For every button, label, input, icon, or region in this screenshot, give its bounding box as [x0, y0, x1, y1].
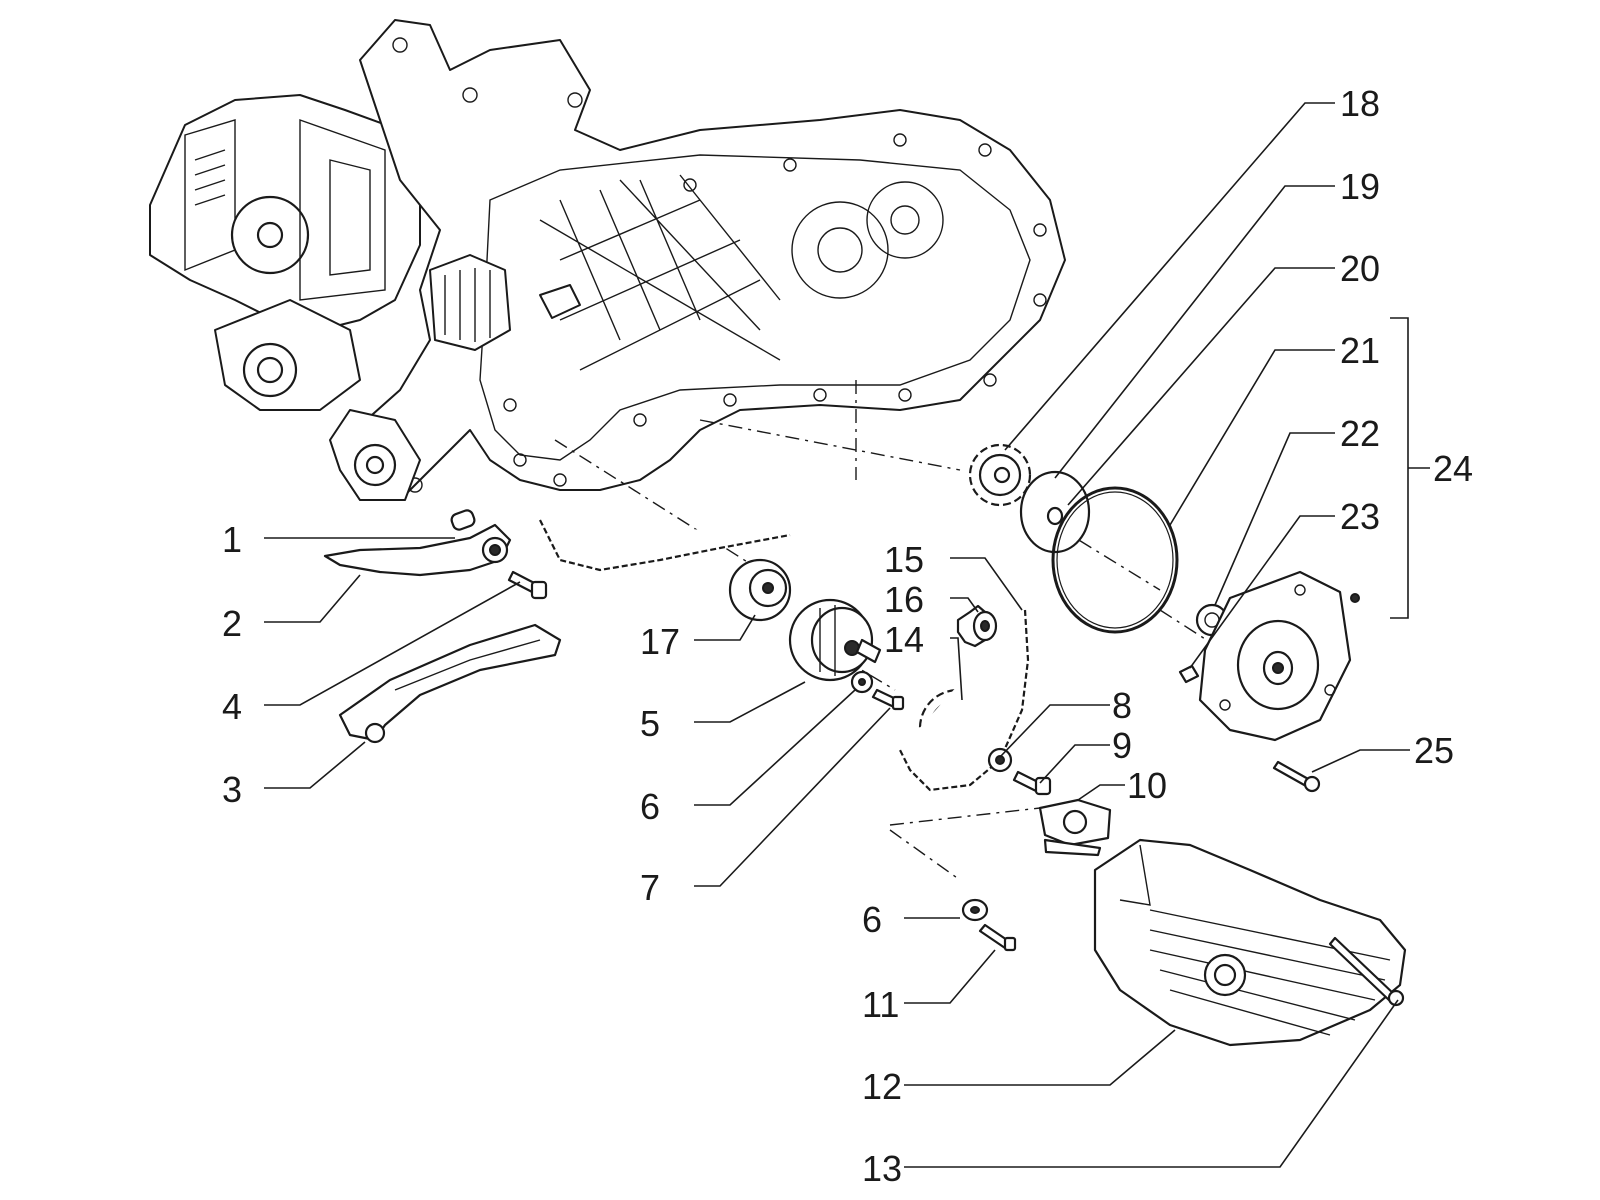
part-13-screw — [1328, 936, 1405, 1007]
callout-1: 1 — [222, 519, 242, 560]
callout-10: 10 — [1127, 765, 1167, 806]
part-21-cover-plate — [1198, 570, 1360, 742]
callout-22: 22 — [1340, 413, 1380, 454]
part-6-washer-lower — [961, 898, 989, 922]
part-19-plate — [1019, 470, 1091, 554]
callout-24: 24 — [1433, 448, 1473, 489]
part-9-bolt — [1012, 770, 1052, 796]
callout-25: 25 — [1414, 730, 1454, 771]
callout-8: 8 — [1112, 685, 1132, 726]
part-7-screw — [871, 688, 905, 711]
callout-11: 11 — [862, 984, 899, 1025]
callout-3: 3 — [222, 769, 242, 810]
part-2-tensioner-shoe — [323, 523, 512, 577]
callout-labels: 1 2 4 3 17 5 6 7 15 16 14 8 9 10 6 11 12… — [222, 83, 1473, 1189]
callout-12: 12 — [862, 1066, 902, 1107]
callout-21: 21 — [1340, 330, 1380, 371]
part-1-pin — [450, 509, 476, 531]
callout-7: 7 — [640, 867, 660, 908]
part-20-o-ring — [1051, 486, 1179, 634]
leader-lines — [264, 102, 1430, 1168]
part-12-cover — [1093, 838, 1407, 1047]
part-5-oil-pump — [788, 598, 882, 682]
callout-15: 15 — [884, 539, 924, 580]
callout-6-lower: 6 — [862, 899, 882, 940]
part-3-chain-guide — [338, 623, 562, 744]
part-18-sprocket — [968, 443, 1032, 507]
part-25-screw — [1272, 760, 1321, 793]
callout-17: 17 — [640, 621, 680, 662]
part-6-washer-upper — [850, 670, 874, 694]
part-11-screw — [978, 923, 1017, 952]
callout-16: 16 — [884, 579, 924, 620]
part-10-bracket — [1038, 798, 1112, 857]
part-23-clip — [1178, 664, 1200, 684]
callout-13: 13 — [862, 1148, 902, 1189]
timing-chain-upper — [539, 519, 791, 572]
callout-23: 23 — [1340, 496, 1380, 537]
callout-19: 19 — [1340, 166, 1380, 207]
part-17-spacer — [728, 558, 792, 622]
callout-5: 5 — [640, 703, 660, 744]
part-4-bolt — [507, 570, 548, 600]
callout-6-upper: 6 — [640, 786, 660, 827]
callout-9: 9 — [1112, 725, 1132, 766]
callout-20: 20 — [1340, 248, 1380, 289]
part-15-chain — [899, 609, 1030, 792]
callout-14: 14 — [884, 619, 924, 660]
part-16-sprocket — [956, 604, 998, 648]
callout-2: 2 — [222, 603, 242, 644]
engine-crankcase — [149, 19, 1066, 501]
callout-18: 18 — [1340, 83, 1380, 124]
callout-4: 4 — [222, 686, 242, 727]
part-8-washer — [987, 747, 1013, 773]
